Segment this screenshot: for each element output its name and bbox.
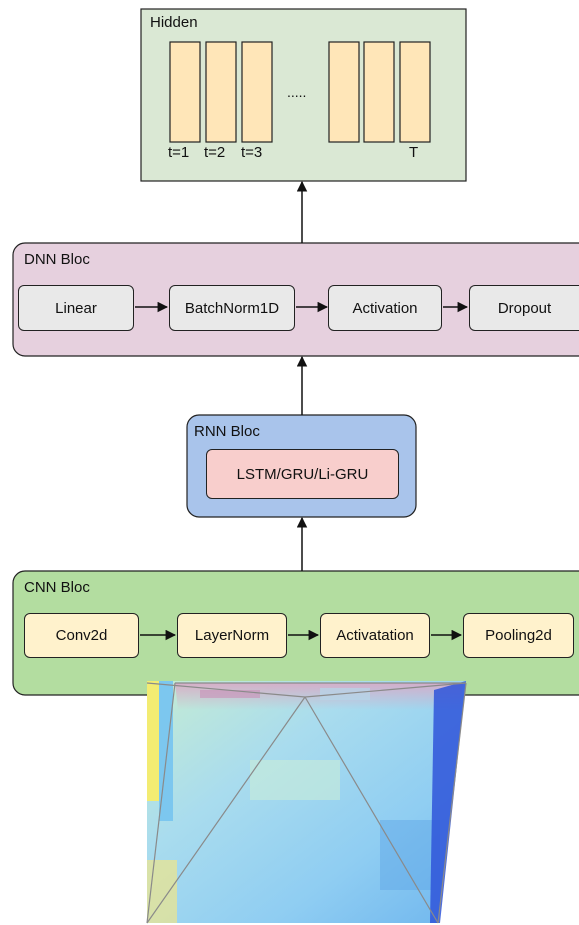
activation-node: Activation: [328, 285, 442, 331]
batchnorm1d-node: BatchNorm1D: [169, 285, 295, 331]
hidden-step-t3: t=3: [241, 144, 263, 161]
cnn-title: CNN Bloc: [24, 579, 90, 596]
pooling2d-node: Pooling2d: [463, 613, 574, 658]
conv2d-node: Conv2d: [24, 613, 139, 658]
dnn-title: DNN Bloc: [24, 251, 90, 268]
hidden-ellipsis: .....: [287, 84, 307, 100]
lstm-gru-node: LSTM/GRU/Li-GRU: [206, 449, 399, 499]
hidden-cell-4: [328, 41, 360, 143]
hidden-cell-5: [363, 41, 395, 143]
hidden-step-T: T: [409, 144, 419, 161]
layernorm-node: LayerNorm: [177, 613, 287, 658]
hidden-cell-2: [205, 41, 237, 143]
hidden-cell-6: [399, 41, 431, 143]
hidden-step-t1: t=1: [168, 144, 190, 161]
rnn-title: RNN Bloc: [194, 423, 260, 440]
projection-lines: [146, 682, 467, 924]
hidden-title: Hidden: [150, 14, 198, 31]
activatation-node: Activatation: [320, 613, 430, 658]
input-spectrogram: [147, 681, 466, 923]
hidden-step-t2: t=2: [204, 144, 226, 161]
hidden-cell-3: [241, 41, 273, 143]
linear-node: Linear: [18, 285, 134, 331]
hidden-cells: [169, 41, 431, 143]
dropout-node: Dropout: [469, 285, 579, 331]
hidden-cell-1: [169, 41, 201, 143]
